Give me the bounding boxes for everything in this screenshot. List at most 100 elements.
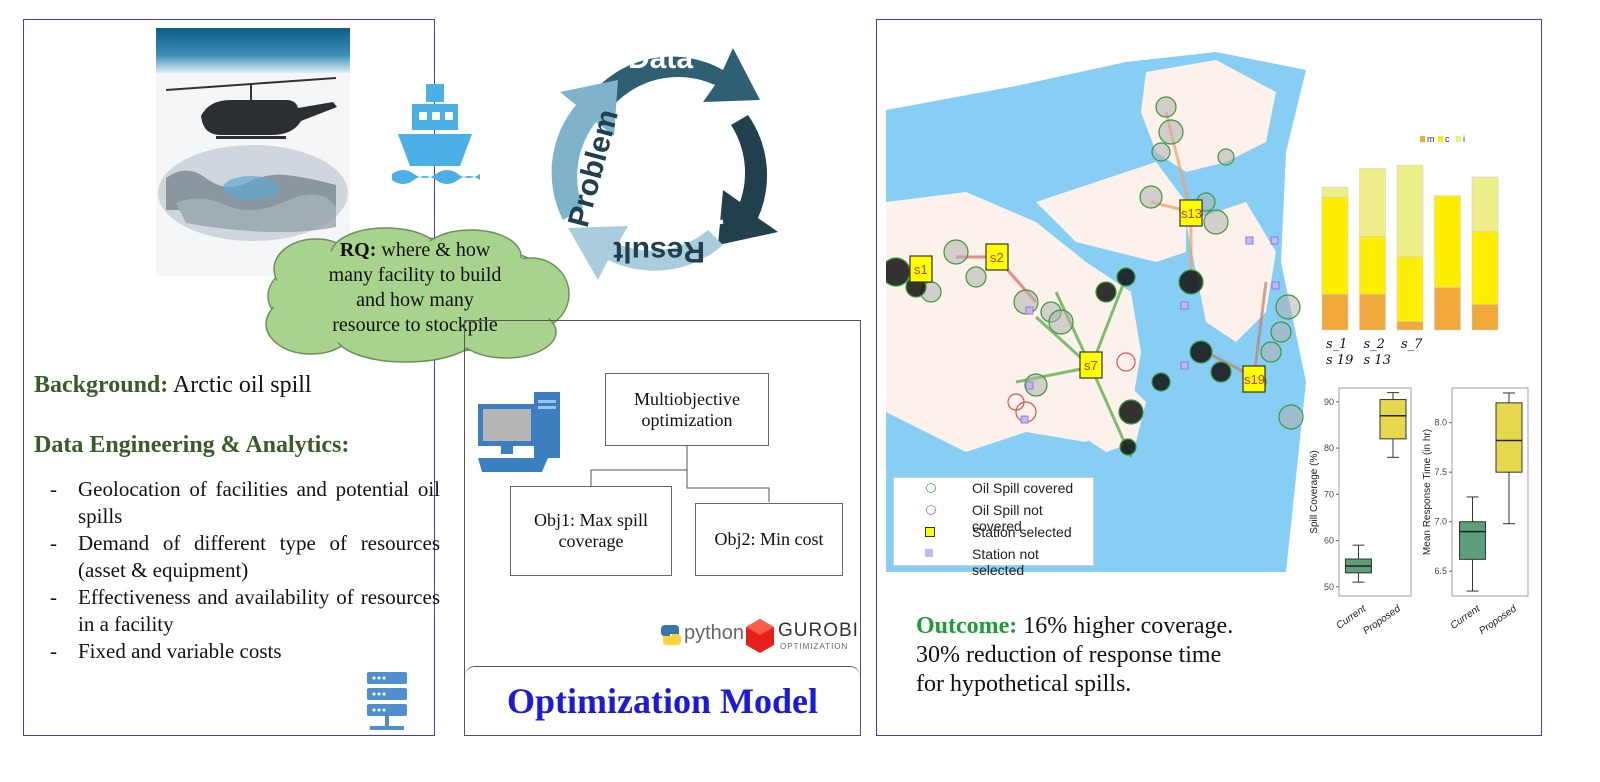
gurobi-sublabel: OPTIMIZATION [780,642,849,651]
server-icon [367,672,407,730]
rq-line-2: many facility to build [328,264,502,286]
legend-label: m [1427,134,1435,144]
x-tick-label: Proposed [1361,603,1403,636]
legend-label: Oil Spill not covered [972,502,1043,534]
legend-swatch [1420,136,1425,142]
list-item: Effectiveness and availability of resour… [50,584,440,638]
station-label-s7: s7 [1084,358,1098,373]
station-s2 [985,243,1009,271]
background-line: Background: Arctic oil spill [34,372,312,399]
bar-segment [1359,294,1386,331]
outcome-line-3: for hypothetical spills. [916,671,1132,697]
cycle-arrow-result [568,226,723,280]
rq-line-1: where & how [376,239,491,261]
cycle-arrow-model [718,115,778,245]
rq-label: RQ: [339,239,377,261]
left-panel [23,19,435,736]
ship-icon [392,84,480,184]
tick-label: s 13 [1364,353,1391,368]
legend-label: Station selected [972,524,1072,540]
list-item: Geolocation of facilities and potential … [50,476,440,530]
bar-segment [1321,197,1349,295]
bar-segment [1434,287,1461,331]
legend-label: c [1445,134,1450,144]
tick-label: s_2 [1364,337,1385,352]
gurobi-label: GUROBI [778,620,859,641]
rq-line-3: and how many [356,289,474,311]
tick-label: s_7 [1401,337,1423,352]
y-tick-label: 60 [1324,536,1334,546]
station-label-s1: s1 [914,262,928,277]
bar-segment [1396,256,1424,322]
python-label: python [684,622,745,644]
station-s1 [909,255,933,283]
right-panel [876,19,1542,736]
cycle-arrow-data [588,48,760,112]
station-label-s19: s19 [1244,372,1265,387]
list-item: Fixed and variable costs [50,638,440,665]
outcome-text: Outcome: 16% higher coverage. 30% reduct… [916,612,1233,699]
y-tick-label: 70 [1324,489,1334,499]
station-label-s2: s2 [990,250,1004,265]
box [1379,399,1407,440]
bar-segment [1396,164,1424,258]
spill-coverage-boxplot: Spill Coverage (%)5060708090CurrentPropo… [1309,387,1412,636]
tick-label: s_1 [1326,337,1347,352]
legend-swatch [1456,136,1461,142]
legend-swatch [1438,136,1443,142]
helicopter-ice-image [156,28,350,276]
rq-text: RQ: where & how many facility to build a… [290,238,540,338]
outcome-label: Outcome: [916,613,1018,639]
cycle-label-result: Result [613,235,705,268]
y-axis-label: Mean Response Time (in hr) [1422,429,1433,555]
y-tick-label: 90 [1324,397,1334,407]
box [1495,402,1523,473]
multiobjective-box: Multiobjective optimization [605,373,769,446]
bar-segment [1359,236,1386,295]
y-tick-label: 7.0 [1434,517,1447,527]
station-label-s13: s13 [1181,206,1202,221]
obj2-box: Obj2: Min cost [695,503,843,576]
rq-line-4: resource to stockpile [332,314,498,336]
bar-segment [1321,294,1349,331]
bar-segment [1396,321,1424,331]
background-text: Arctic oil spill [168,372,312,398]
bar-segment [1359,168,1386,237]
station-s7 [1079,351,1103,379]
bar-segment [1471,176,1499,232]
box [1459,521,1487,560]
x-tick-label: Proposed [1477,603,1519,636]
cycle-diagram [551,48,778,280]
tree-connectors [590,446,770,502]
data-engineering-list: Geolocation of facilities and potential … [50,476,440,665]
bar-segment [1471,231,1499,305]
bar-segment [1471,304,1499,331]
cycle-label-data: Data [628,42,694,75]
y-tick-label: 80 [1324,443,1334,453]
tick-label: s 19 [1326,353,1353,368]
bar-segment [1434,195,1461,288]
station-s19 [1242,365,1266,393]
station-s13 [1179,199,1203,227]
outcome-line-2: 30% reduction of response time [916,642,1222,668]
y-tick-label: 6.5 [1434,566,1447,576]
y-axis-label: Spill Coverage (%) [1309,450,1320,533]
y-tick-label: 50 [1324,582,1334,592]
response-time-boxplot: Mean Response Time (in hr)6.57.07.58.0Cu… [1422,387,1529,636]
y-tick-label: 7.5 [1434,467,1447,477]
optimization-title: Optimization Model [465,666,860,734]
background-label: Background: [34,372,169,398]
arctic-map: s1 s2 s13 s7 s19 [886,52,1306,572]
python-icon [661,625,681,645]
legend-label: i [1463,134,1465,144]
outcome-line-1: 16% higher coverage. [1017,613,1234,639]
gurobi-icon [746,619,774,653]
map-legend: Oil Spill covered Oil Spill not covered … [893,477,1094,578]
obj1-box: Obj1: Max spill coverage [510,486,672,576]
optimization-panel [464,320,861,736]
legend-label: Oil Spill covered [972,480,1074,496]
computer-icon [478,392,560,472]
data-engineering-heading: Data Engineering & Analytics: [34,432,350,458]
rq-cloud [265,227,570,363]
